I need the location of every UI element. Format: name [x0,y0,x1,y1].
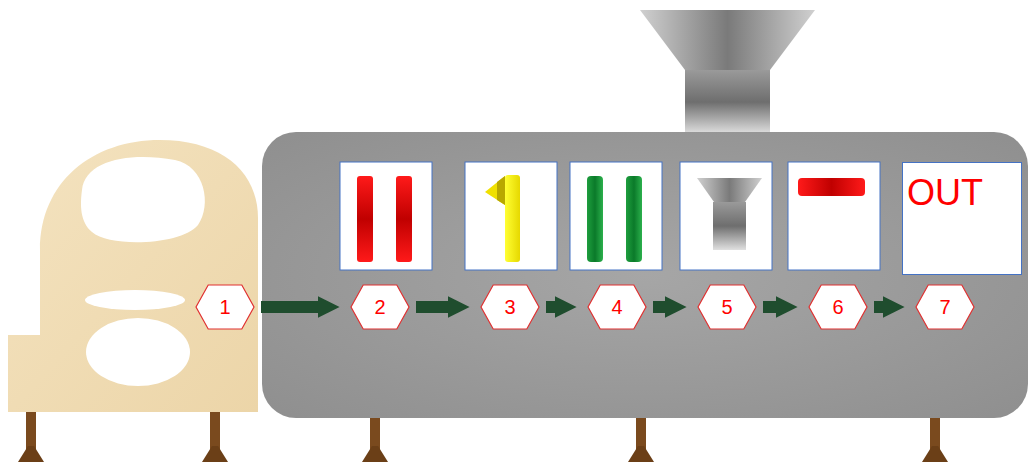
callout-number: 3 [504,296,515,318]
output-panel: OUT [902,162,1022,275]
callout-number: 5 [721,296,732,318]
flow-arrow [763,301,780,313]
flow-arrow [546,301,559,313]
green-bars-icon [587,176,642,262]
station-number-hexagon: 1 [195,284,255,330]
station-number-hexagon: 2 [350,284,410,330]
callout-number: 1 [219,296,230,318]
hopper-icon [697,178,762,250]
callout-number: 6 [832,296,843,318]
red-bar-icon [798,178,865,196]
housing-opening [86,318,190,386]
yellow-flag-icon [485,175,520,262]
housing-slot [85,290,185,310]
flow-arrow [874,301,887,313]
red-bars-icon [357,176,412,262]
housing-opening [81,157,205,242]
machine-body [262,132,1028,418]
flow-arrow [261,301,322,313]
station-number-hexagon: 5 [697,284,757,330]
hopper-neck [685,70,770,134]
flow-arrow [416,301,452,313]
callout-number: 4 [611,296,622,318]
station-number-hexagon: 4 [587,284,647,330]
output-label: OUT [907,173,983,213]
machine-legs [18,412,948,462]
callout-number: 2 [374,296,385,318]
blower-housing [8,140,258,412]
station-number-hexagon: 7 [915,284,975,330]
station-number-hexagon: 3 [480,284,540,330]
hopper [640,10,815,70]
station-number-hexagon: 6 [808,284,868,330]
station-panels [340,162,880,270]
callout-number: 7 [939,296,950,318]
flow-arrow [653,301,669,313]
